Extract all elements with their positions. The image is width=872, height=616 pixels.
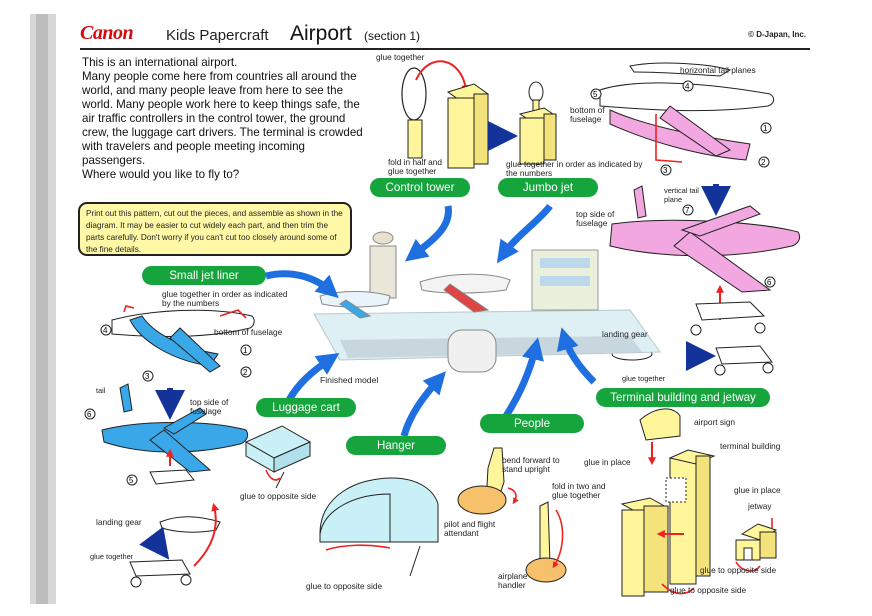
control-tower-parts [401, 60, 558, 169]
svg-text:4: 4 [103, 326, 108, 335]
svg-text:7: 7 [685, 206, 690, 215]
small-jet-arrow [265, 270, 339, 298]
note-bend-forward: bend forward to stand upright [502, 455, 560, 474]
note-top-fuselage-jumbo: top side of fuselage [576, 209, 615, 228]
note-handler: airplane handler [498, 571, 528, 590]
note-bottom-fuselage-small: bottom of fuselage [214, 327, 283, 337]
label-terminal: Terminal building and jetway [596, 388, 770, 407]
note-tail: tail [96, 386, 106, 395]
note-glue-order-jumbo: glue together in order as indicated by t… [506, 159, 643, 178]
label-small-jet: Small jet liner [142, 266, 266, 285]
note-glue-in-place-2: glue in place [734, 485, 781, 495]
svg-text:3: 3 [663, 166, 668, 175]
note-glue-together-small-gear: glue together [90, 552, 134, 561]
svg-text:1: 1 [243, 346, 248, 355]
intro-text: This is an international airport. Many p… [82, 56, 368, 182]
intro-body: Many people come here from countries all… [82, 70, 363, 167]
hanger-parts [319, 477, 439, 577]
label-hanger: Hanger [346, 436, 446, 455]
copyright: © D-Japan, Inc. [748, 30, 806, 39]
note-jetway: jetway [748, 501, 772, 511]
note-bottom-fuselage-jumbo: bottom of fuselage [570, 105, 605, 124]
note-airport-sign: airport sign [694, 417, 736, 427]
note-terminal-glue: glue to opposite side [670, 585, 747, 595]
svg-text:6: 6 [767, 278, 772, 287]
canon-logo: Canon [80, 22, 134, 44]
people-parts [457, 447, 567, 583]
svg-text:2: 2 [761, 158, 766, 167]
note-landing-gear-jumbo: landing gear [602, 329, 648, 339]
note-glue-together-jumbo-gear: glue together [622, 374, 666, 383]
note-cart-glue: glue to opposite side [240, 491, 317, 501]
terminal-arrow [556, 327, 597, 385]
label-control-tower: Control tower [370, 178, 470, 197]
label-luggage-cart: Luggage cart [256, 398, 356, 417]
left-binding-bar [30, 14, 56, 604]
jumbo-jet-arrow [496, 203, 553, 264]
hanger-arrow [400, 371, 446, 437]
svg-text:6: 6 [87, 410, 92, 419]
intro-question: Where would you like to fly to? [82, 168, 240, 181]
svg-text:5: 5 [593, 90, 598, 99]
note-hanger-glue: glue to opposite side [306, 581, 383, 591]
svg-text:2: 2 [243, 368, 248, 377]
note-vertical-tail: vertical tail plane [664, 186, 699, 204]
section-label: (section 1) [364, 29, 421, 43]
label-jumbo-jet: Jumbo jet [498, 178, 598, 197]
series-name: Kids Papercraft [166, 27, 269, 44]
note-fold-half: fold in half and glue together [388, 157, 442, 176]
small-jet-parts: 4 1 2 3 6 5 [84, 305, 255, 588]
note-glue-together-top: glue together [376, 52, 425, 62]
people-arrow [503, 337, 544, 418]
jumbo-jet-parts: 5 4 1 2 3 7 6 [590, 62, 801, 376]
illustration: 5 4 1 2 3 7 6 [84, 60, 801, 597]
svg-text:3: 3 [145, 372, 150, 381]
note-landing-gear-small: landing gear [96, 517, 142, 527]
note-pilot: pilot and flight attendant [444, 519, 496, 538]
header: Canon Kids Papercraft Airport (section 1… [80, 20, 810, 50]
luggage-cart-parts [244, 425, 312, 489]
label-people: People [480, 414, 584, 433]
instructions-box: Print out this pattern, cut out the piec… [78, 202, 352, 256]
note-horizontal-tail: horizontal tail planes [680, 65, 756, 75]
control-tower-arrow [404, 205, 452, 262]
note-glue-in-place-1: glue in place [584, 457, 631, 467]
svg-text:4: 4 [685, 82, 690, 91]
finished-model [313, 231, 661, 373]
note-fold-two: fold in two and glue together [552, 481, 606, 500]
content-area: Canon Kids Papercraft Airport (section 1… [70, 10, 810, 606]
note-terminal-building: terminal building [720, 441, 781, 451]
note-glue-order-small: glue together in order as indicated by t… [162, 289, 288, 308]
intro-line1: This is an international airport. [82, 56, 238, 69]
svg-text:1: 1 [763, 124, 768, 133]
note-finished-model: Finished model [320, 375, 379, 385]
svg-text:5: 5 [129, 476, 134, 485]
note-jetway-glue: glue to opposite side [700, 565, 777, 575]
note-top-fuselage-small: top side of fuselage [190, 397, 229, 416]
terminal-parts [620, 408, 778, 597]
binding-stripe [36, 14, 48, 604]
page-title: Airport [290, 22, 352, 45]
